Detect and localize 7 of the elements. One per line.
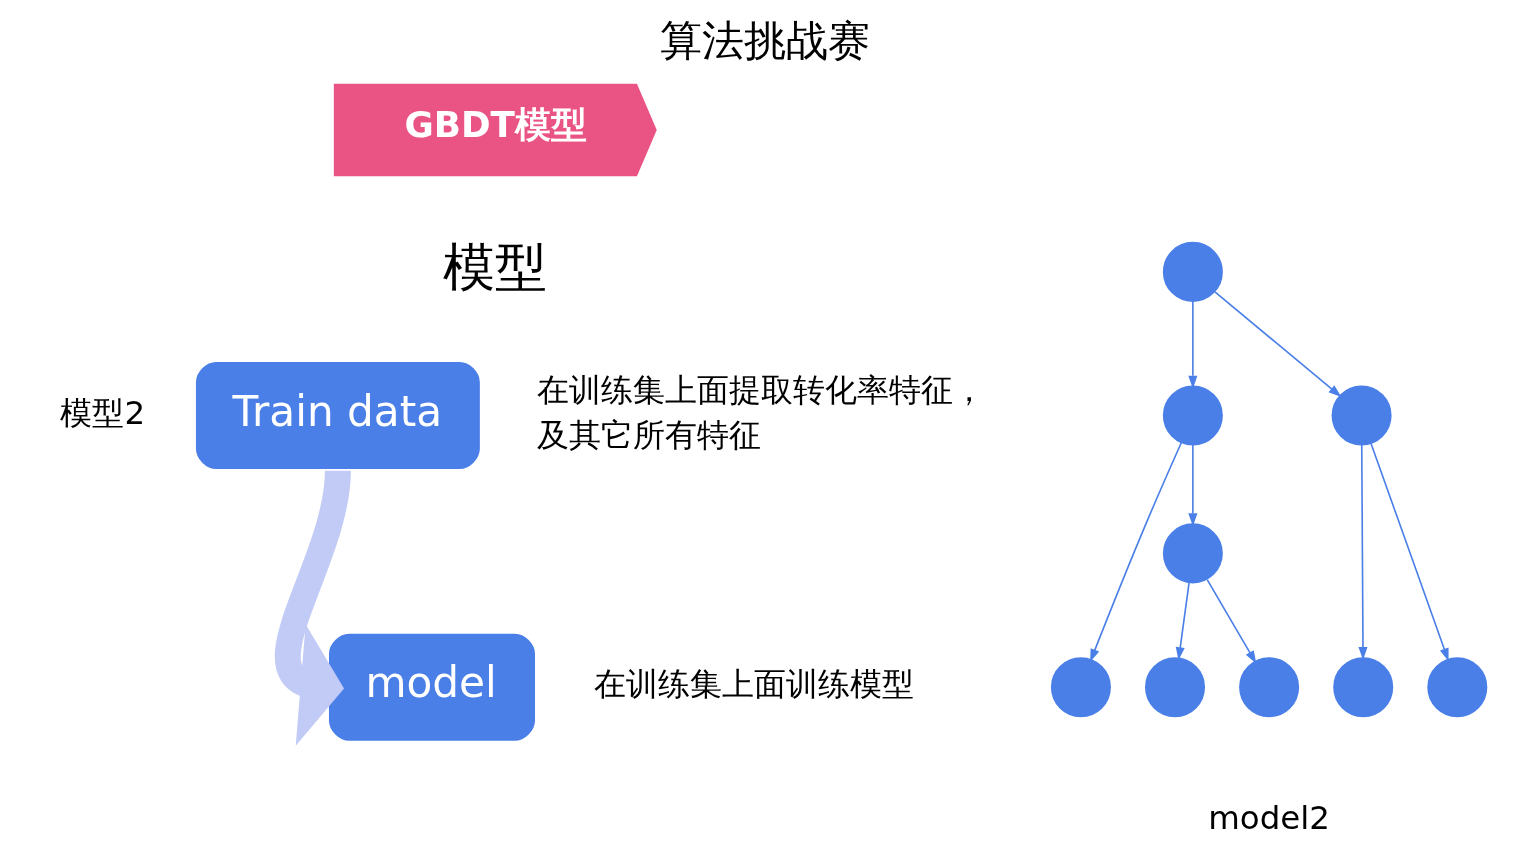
label: 模型: [442, 239, 547, 297]
label: model2: [1208, 799, 1330, 838]
node-label: 在训练集上面训练模型: [594, 665, 915, 704]
diagram-title: 算法挑战赛: [659, 15, 870, 65]
node-label: 在训练集上面提取转化率特征，: [537, 370, 986, 409]
node-label: 及其它所有特征: [537, 416, 762, 455]
label: 模型2: [60, 393, 146, 432]
